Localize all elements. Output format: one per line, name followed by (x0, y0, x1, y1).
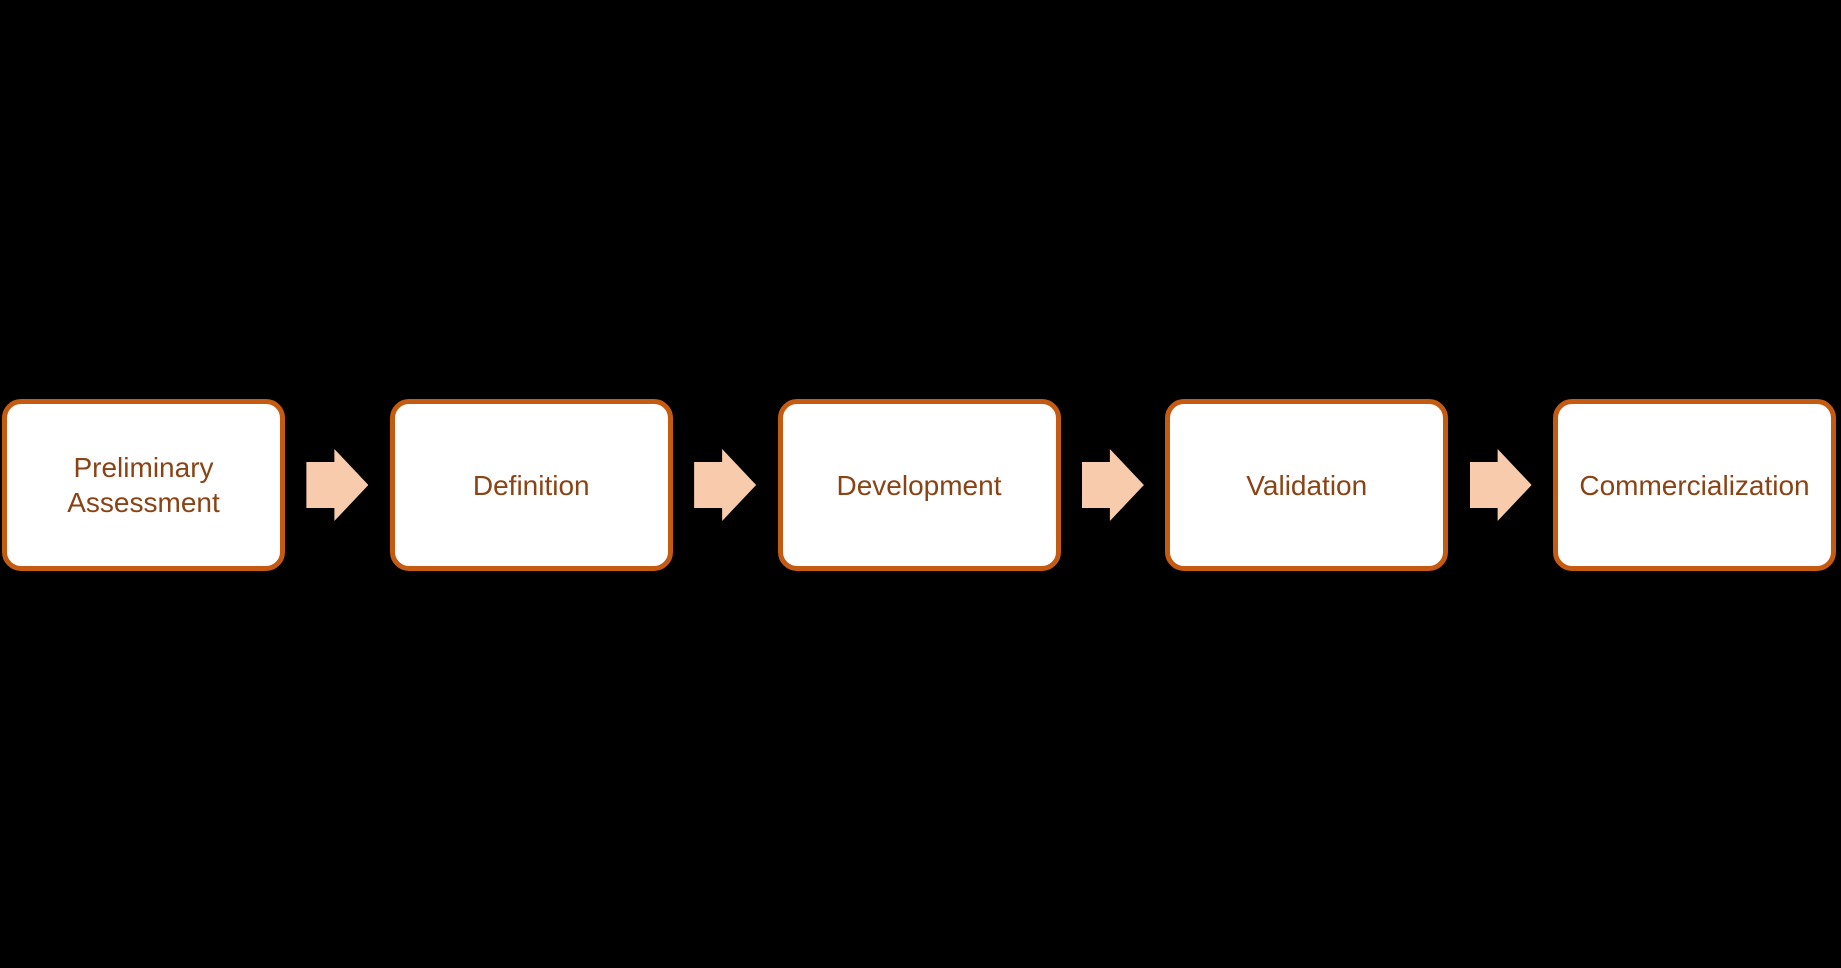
process-step-validation: Validation (1165, 399, 1449, 571)
process-step-commercialization: Commercialization (1553, 399, 1836, 571)
right-arrow-shape (1081, 449, 1144, 521)
process-step-definition: Definition (389, 399, 673, 571)
process-step-development: Development (777, 399, 1061, 571)
process-step-label: Validation (1246, 469, 1368, 501)
process-flow: Preliminary Assessment Definition Develo… (2, 399, 1836, 571)
right-arrow-shape (694, 449, 757, 521)
flow-connector (1061, 399, 1166, 571)
flow-connector (673, 399, 778, 571)
process-step-label: Preliminary Assessment (67, 452, 220, 518)
process-step-label: Definition (472, 469, 590, 501)
right-arrow-shape (306, 449, 369, 521)
process-step-label: Commercialization (1579, 469, 1810, 501)
process-step-label: Development (836, 469, 1002, 501)
flow-connector (285, 399, 390, 571)
process-step-preliminary-assessment: Preliminary Assessment (2, 399, 285, 571)
flow-connector (1448, 399, 1553, 571)
right-arrow-shape (1469, 449, 1532, 521)
